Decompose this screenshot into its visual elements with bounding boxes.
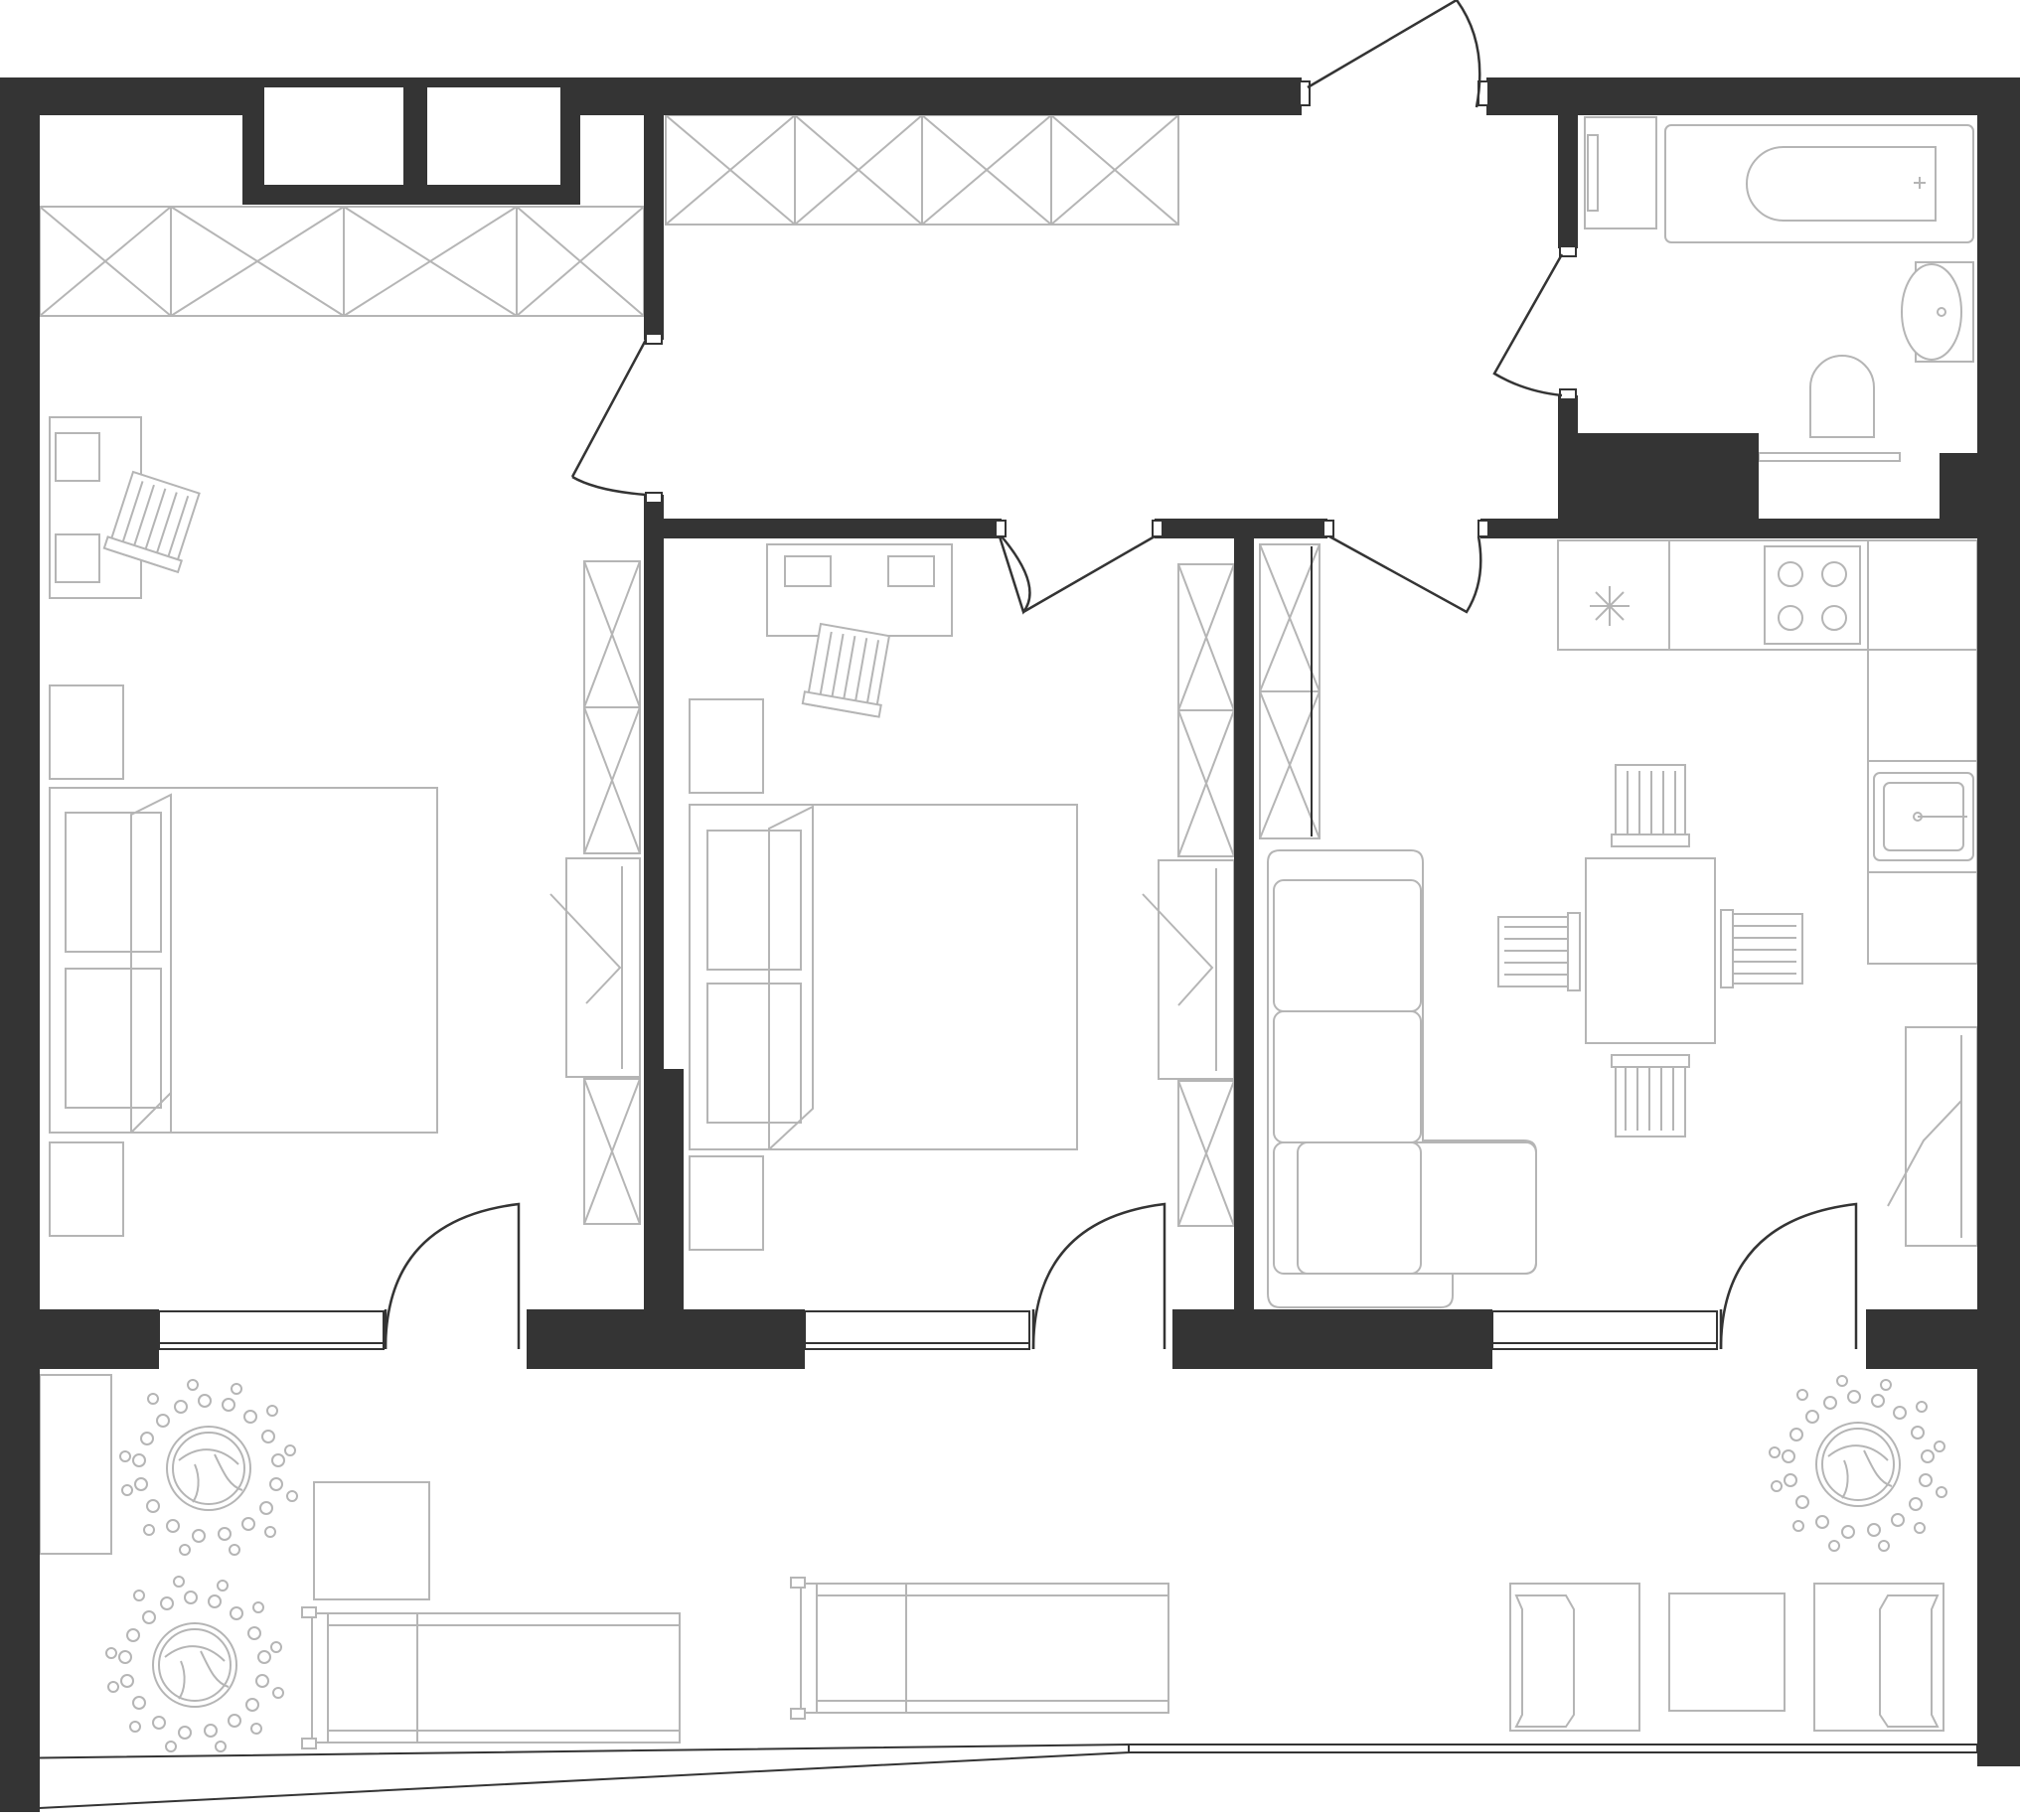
terrace xyxy=(39,1374,1947,1752)
chair-icon xyxy=(801,622,894,718)
windows xyxy=(158,80,1718,1350)
plant-icon xyxy=(1769,1375,1947,1552)
bedroom-1 xyxy=(39,206,645,1237)
tv-icon xyxy=(1887,1026,1978,1247)
plant-icon xyxy=(105,1576,284,1752)
chair-icon xyxy=(1611,1054,1690,1138)
double-bed-icon xyxy=(689,804,1078,1150)
bedroom-2 xyxy=(689,543,1235,1251)
nightstand-icon xyxy=(49,1141,124,1237)
nightstand-icon xyxy=(49,684,124,780)
walls xyxy=(0,77,2020,1812)
kitchen-living xyxy=(1259,539,1978,1308)
sun-lounger-icon xyxy=(301,1606,681,1749)
stove-icon xyxy=(1764,545,1861,645)
sun-lounger-icon xyxy=(790,1577,1169,1720)
nightstand-icon xyxy=(689,1155,764,1251)
chair-icon xyxy=(1497,912,1581,991)
sink-icon xyxy=(1901,261,1974,363)
side-table-icon xyxy=(313,1481,430,1600)
doors xyxy=(384,0,1858,1350)
tv-icon xyxy=(1142,859,1235,1080)
toilet-icon xyxy=(1758,355,1901,462)
tv-icon xyxy=(549,857,641,1078)
dining-table-icon xyxy=(1585,857,1716,1044)
wardrobe-icon xyxy=(39,206,645,317)
wardrobe-icon xyxy=(665,114,1179,226)
entrance-door-icon xyxy=(1307,0,1481,108)
bathtub-icon xyxy=(1664,124,1974,243)
desk-icon xyxy=(766,543,953,637)
plant-icon xyxy=(119,1379,298,1556)
wardrobe-icon xyxy=(1259,543,1321,839)
hallway xyxy=(665,114,1179,226)
bathroom xyxy=(1584,116,1974,462)
chair-icon xyxy=(1720,909,1803,988)
double-bed-icon xyxy=(49,787,438,1134)
side-table-icon xyxy=(1668,1592,1786,1712)
sofa-icon xyxy=(1267,849,1537,1308)
armchair-icon xyxy=(1509,1583,1640,1732)
nightstand-icon xyxy=(689,698,764,794)
armchair-icon xyxy=(1813,1583,1944,1732)
cabinet-icon xyxy=(1177,563,1235,1227)
towel-rail-icon xyxy=(1584,116,1657,229)
chair-icon xyxy=(102,469,205,573)
chair-icon xyxy=(1611,764,1690,847)
cabinet-icon xyxy=(583,560,641,1225)
sink-icon xyxy=(1873,772,1974,861)
kitchen-counter-icon xyxy=(1557,539,1978,965)
